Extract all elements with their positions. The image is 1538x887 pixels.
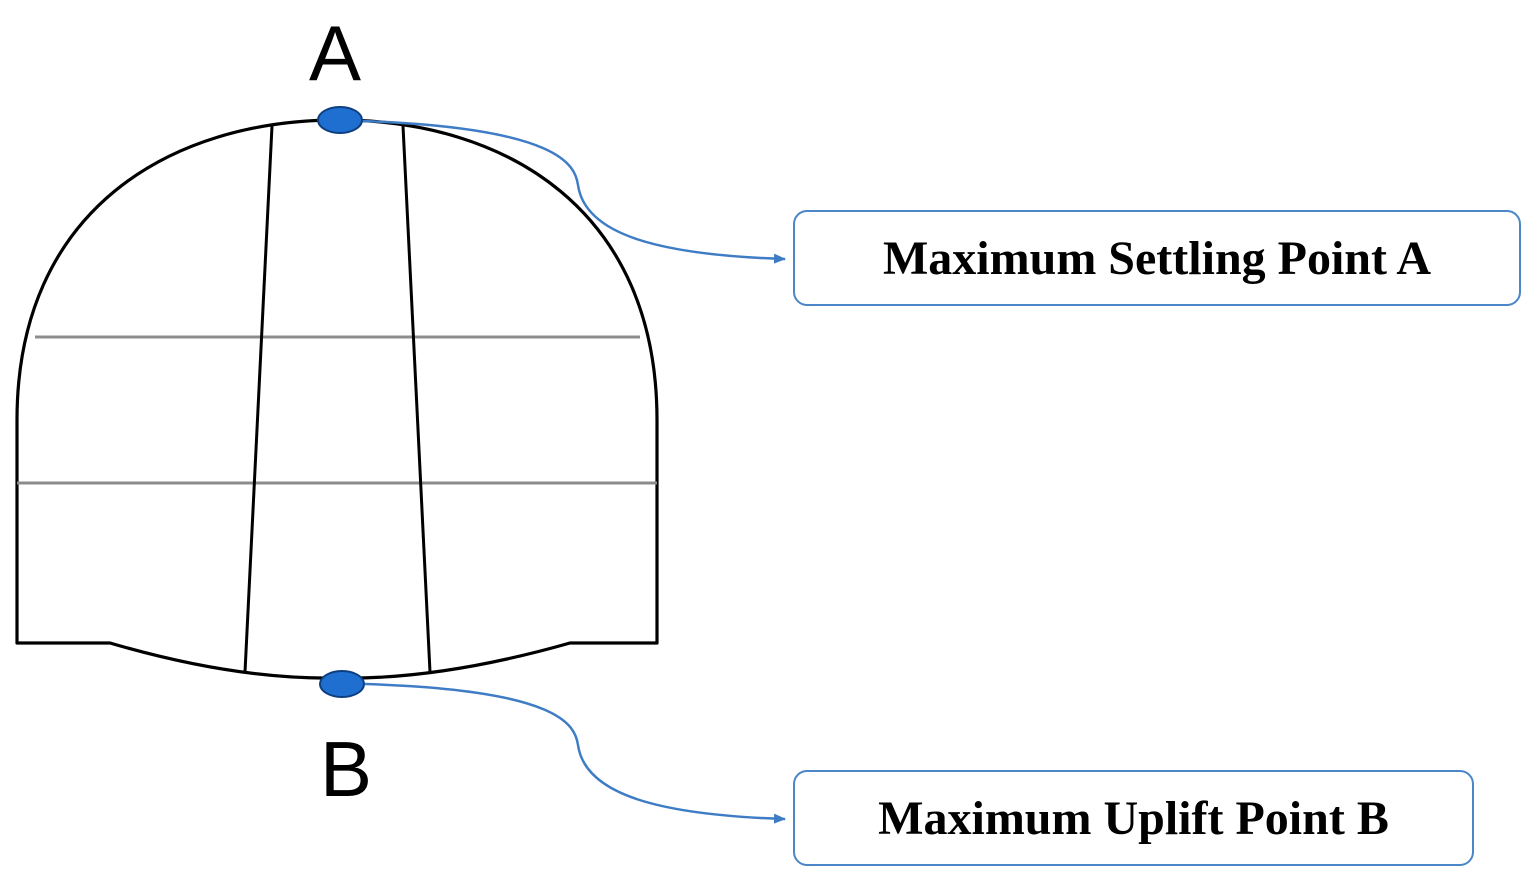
right-vertical-line [401, 125, 432, 673]
tunnel-outline [15, 118, 659, 680]
settling-point-label-box: Maximum Settling Point A [793, 210, 1521, 306]
uplift-point-label-box: Maximum Uplift Point B [793, 770, 1474, 866]
uplift-point-label: Maximum Uplift Point B [878, 791, 1389, 845]
point-a-marker [317, 106, 363, 134]
settling-point-label: Maximum Settling Point A [883, 231, 1431, 285]
point-a-letter: A [309, 9, 361, 97]
left-vertical-line [243, 125, 274, 673]
connector-b [364, 682, 786, 824]
point-b-marker [319, 670, 365, 698]
connector-a [361, 119, 786, 264]
point-b-letter: B [320, 725, 372, 813]
